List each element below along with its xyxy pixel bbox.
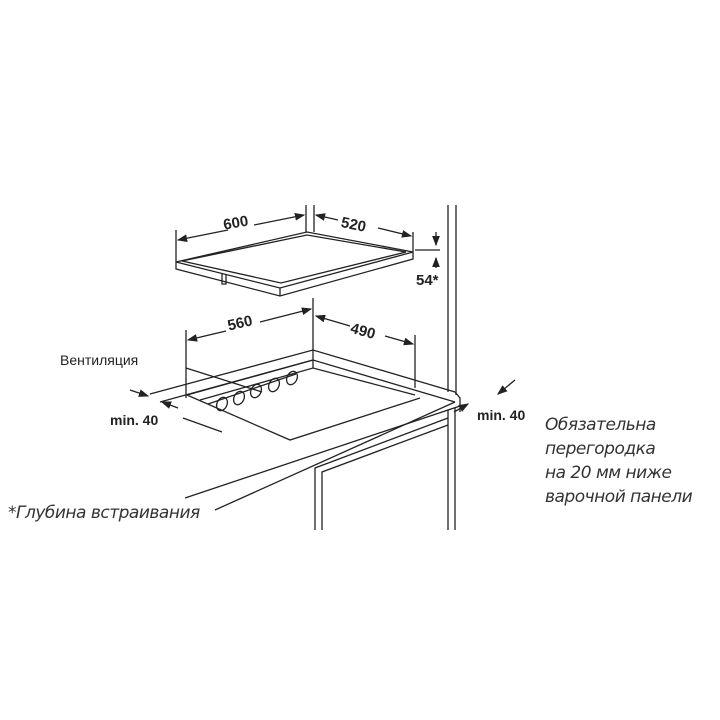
partition-note: Обязательна перегородка на 20 мм ниже ва… <box>545 413 693 509</box>
cabinet <box>314 205 457 530</box>
dimension-lines-cutout <box>185 298 416 398</box>
dimension-lines-min <box>129 379 516 413</box>
countertop <box>149 349 461 511</box>
hob <box>175 231 414 297</box>
ventilation-label: Вентиляция <box>60 352 139 368</box>
dimension-hob-height: 54* <box>416 272 439 289</box>
dimension-min-right: min. 40 <box>477 407 526 423</box>
ventilation-holes <box>185 367 299 412</box>
partition-note-line: на 20 мм ниже <box>545 463 672 483</box>
partition-note-line: перегородка <box>545 439 656 459</box>
dimension-lines-hob <box>175 205 440 268</box>
dimension-min-left: min. 40 <box>110 412 159 428</box>
partition-note-line: варочной панели <box>545 487 693 507</box>
depth-note: *Глубина встраивания <box>8 503 200 523</box>
partition-note-line: Обязательна <box>545 415 656 435</box>
